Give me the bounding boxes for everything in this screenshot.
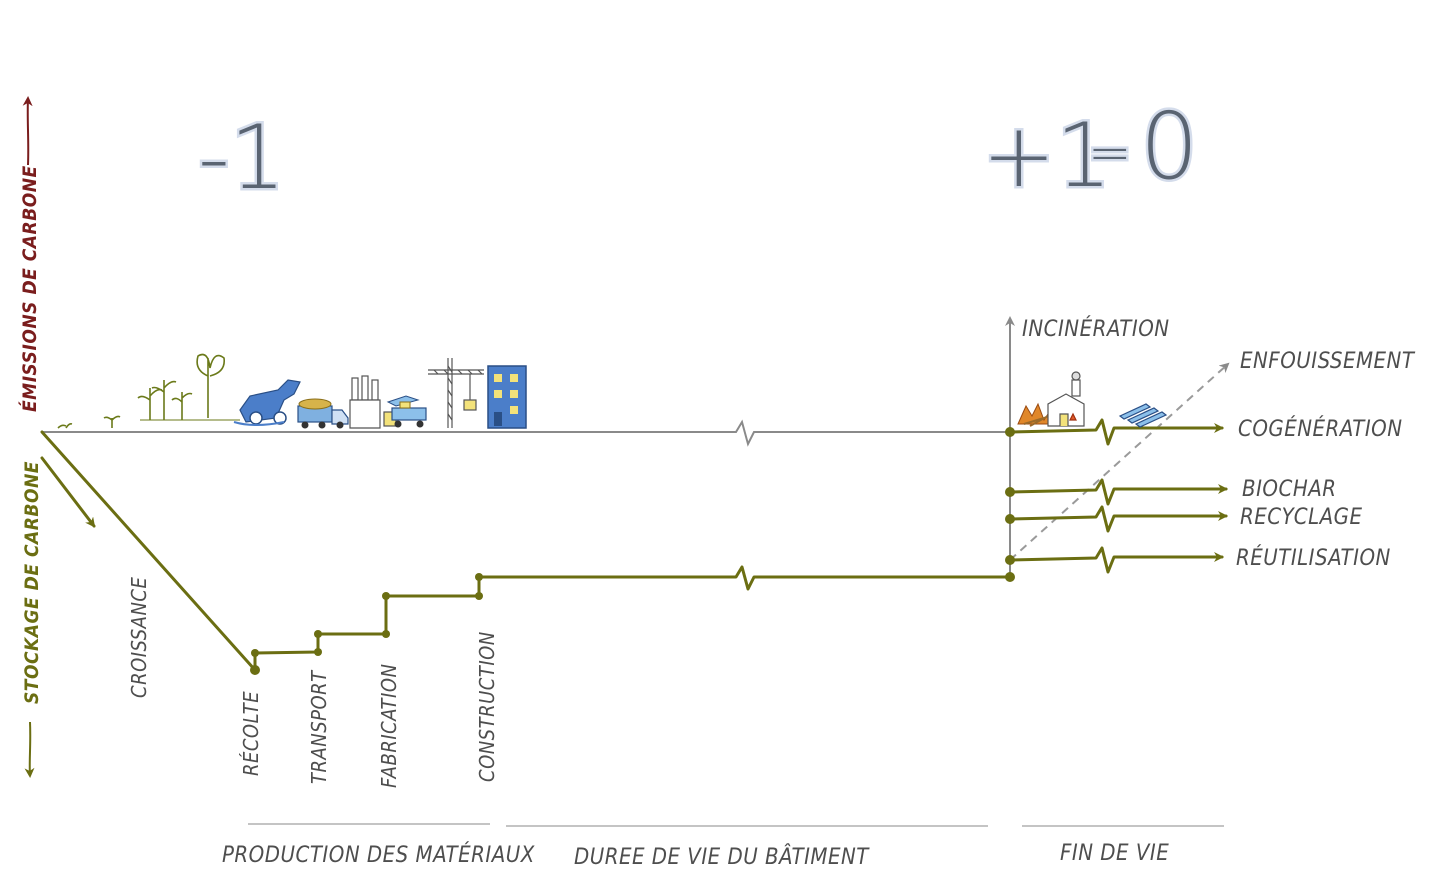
reuse-label: RÉUTILISATION: [1236, 545, 1391, 571]
power-plant-icon: [1047, 371, 1085, 427]
end-of-life-dots: [1005, 427, 1015, 582]
storage-axis-arrow: [24, 721, 35, 778]
phase-lifetime-label: DUREE DE VIE DU BÂTIMENT: [574, 844, 870, 870]
emissions-axis-label: ÉMISSIONS DE CARBONE: [18, 165, 41, 412]
fire-icon: [1017, 402, 1053, 427]
stage-construction-label: CONSTRUCTION: [475, 631, 499, 782]
cogeneration-branch: [1008, 418, 1224, 446]
plus-one-label: +1: [982, 104, 1112, 207]
building-icon: [487, 365, 527, 429]
log-truck-icon: [297, 398, 349, 429]
phase-end-label: FIN DE VIE: [1060, 841, 1169, 866]
incineration-label: INCINÉRATION: [1022, 316, 1170, 342]
reuse-branch: [1008, 546, 1224, 574]
minus-one-label: -1: [198, 106, 286, 209]
storage-curve: [40, 430, 1010, 672]
stage-growth-label: CROISSANCE: [127, 577, 151, 699]
landfill-label: ENFOUISSEMENT: [1240, 349, 1416, 374]
stage-harvest-label: RÉCOLTE: [239, 691, 263, 776]
landfill-path: [1009, 362, 1230, 561]
stage-transport-label: TRANSPORT: [307, 669, 331, 784]
recycling-branch: [1008, 505, 1228, 533]
stage-fabrication-label: FABRICATION: [377, 664, 401, 788]
crane-truck-icon: [386, 395, 427, 428]
biochar-panels-icon: [1118, 403, 1168, 428]
storage-trend-arrow: [40, 456, 96, 528]
biochar-label: BIOCHAR: [1242, 477, 1337, 502]
harvester-icon: [233, 379, 301, 426]
baseline: [42, 419, 1008, 447]
zero-label: 0: [1140, 93, 1199, 200]
factory-icon: [349, 375, 397, 429]
emissions-axis-arrow: [22, 96, 33, 166]
step-dots: [250, 573, 483, 675]
seedlings-icon: [57, 353, 240, 429]
equals-label: =: [1088, 123, 1132, 183]
phase-production-label: PRODUCTION DES MATÉRIAUX: [222, 842, 535, 868]
recycling-label: RECYCLAGE: [1240, 505, 1363, 530]
cogeneration-label: COGÉNÉRATION: [1238, 416, 1403, 442]
tower-crane-icon: [428, 358, 484, 428]
storage-axis-label: STOCKAGE DE CARBONE: [21, 461, 43, 704]
biochar-branch: [1008, 478, 1228, 506]
